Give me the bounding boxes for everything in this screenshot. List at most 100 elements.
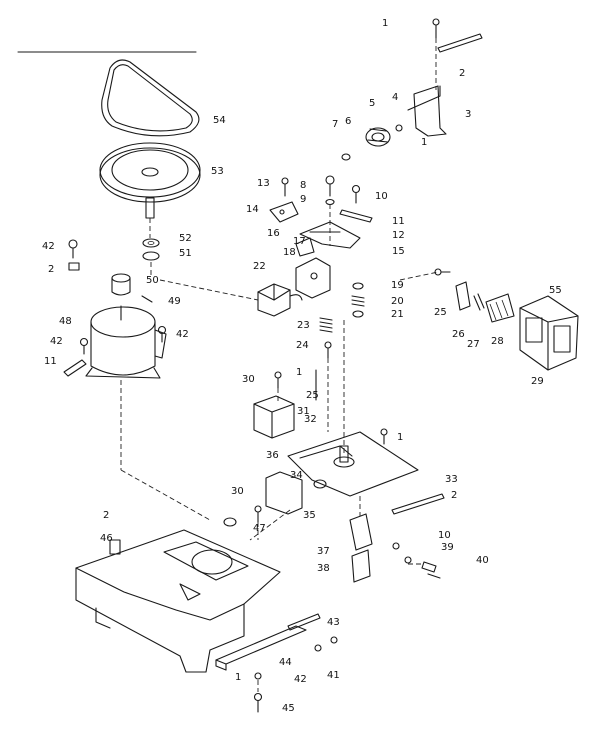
callout-55: 55 <box>549 285 562 296</box>
washer-part-21 <box>352 310 364 318</box>
callout-54: 54 <box>213 115 226 126</box>
bushing-part-50 <box>111 273 131 296</box>
callout-30: 30 <box>231 486 244 497</box>
callout-53: 53 <box>211 166 224 177</box>
callout-40: 40 <box>476 555 489 566</box>
callout-6: 6 <box>345 116 351 127</box>
lever-part-11-upper <box>339 209 373 223</box>
callout-4: 4 <box>392 92 398 103</box>
callout-49: 49 <box>168 296 181 307</box>
callout-21: 21 <box>391 309 404 320</box>
callout-22: 22 <box>253 261 266 272</box>
screw-part-42-left <box>68 239 78 259</box>
main-plate-part-36 <box>287 431 419 497</box>
callout-50: 50 <box>146 275 159 286</box>
shaft-part-33 <box>391 493 445 515</box>
bracket-part-12 <box>299 221 361 249</box>
bracket-part-31 <box>253 395 295 439</box>
screw-part-42-bottom <box>314 644 322 652</box>
screw-part-13 <box>281 177 289 197</box>
callout-29: 29 <box>531 376 544 387</box>
assembly-leader-lines <box>120 38 439 692</box>
callout-1: 1 <box>382 18 388 29</box>
callout-30: 30 <box>242 374 255 385</box>
spring-part-20 <box>351 295 365 307</box>
arm-part-37 <box>349 513 373 551</box>
callout-11: 11 <box>392 216 405 227</box>
shaft-part-2-top <box>437 33 483 53</box>
plate-part-18 <box>295 257 331 299</box>
callout-8: 8 <box>300 180 306 191</box>
bracket-part-3 <box>407 85 447 137</box>
callout-labels: 1 2 3 4 5 6 7 1 54 53 13 8 9 10 14 11 16… <box>42 18 562 714</box>
callout-32: 32 <box>304 414 317 425</box>
callout-45: 45 <box>282 703 295 714</box>
washer-part-51 <box>142 251 160 261</box>
arm-part-17 <box>295 237 315 257</box>
spring-part-27 <box>473 293 485 311</box>
nut-part-2-left <box>68 262 80 271</box>
chassis-frame-part-46 <box>75 529 281 673</box>
screw-part-42-lower <box>79 337 89 355</box>
clip-part-11-left <box>63 359 87 377</box>
spring-part-19 <box>352 282 364 290</box>
callout-17: 17 <box>293 236 306 247</box>
callout-16: 16 <box>267 228 280 239</box>
callout-2: 2 <box>459 68 465 79</box>
callout-13: 13 <box>257 178 270 189</box>
screw-part-42-motor <box>157 325 167 343</box>
screw-part-1-plate <box>380 428 388 445</box>
grommet-part <box>223 517 237 527</box>
callout-34: 34 <box>290 470 303 481</box>
bracket-part-30-lower <box>265 471 303 515</box>
screw-part-24 <box>324 341 332 359</box>
rail-part-44 <box>215 625 307 671</box>
screw-part-47 <box>254 505 262 523</box>
callout-2: 2 <box>48 264 54 275</box>
callout-24: 24 <box>296 340 309 351</box>
screw-part-30-upper <box>274 371 282 389</box>
callout-25: 25 <box>434 307 447 318</box>
rail-part-43 <box>287 613 321 631</box>
callout-5: 5 <box>369 98 375 109</box>
callout-33: 33 <box>445 474 458 485</box>
washer-part-35 <box>313 479 327 489</box>
callout-1: 1 <box>235 672 241 683</box>
callout-28: 28 <box>491 336 504 347</box>
callout-37: 37 <box>317 546 330 557</box>
spacer-part-6 <box>395 124 403 132</box>
pulley-part-53 <box>99 142 201 219</box>
pin-part-49 <box>141 295 153 303</box>
spring-part-23 <box>319 317 333 333</box>
callout-26: 26 <box>452 329 465 340</box>
callout-38: 38 <box>317 563 330 574</box>
screw-part-8 <box>325 175 335 197</box>
coil-part-28 <box>485 293 515 323</box>
callout-1: 1 <box>296 367 302 378</box>
callout-42: 42 <box>50 336 63 347</box>
housing-part-55 <box>519 295 579 371</box>
callout-12: 12 <box>392 230 405 241</box>
callout-25: 25 <box>306 390 319 401</box>
callout-1: 1 <box>421 137 427 148</box>
callout-42: 42 <box>176 329 189 340</box>
nut-part-10-lower <box>404 556 412 564</box>
callout-3: 3 <box>465 109 471 120</box>
callout-43: 43 <box>327 617 340 628</box>
screw-part-39 <box>392 542 400 550</box>
callout-10: 10 <box>438 530 451 541</box>
callout-31: 31 <box>297 406 310 417</box>
screw-part-40 <box>421 561 441 579</box>
callout-35: 35 <box>303 510 316 521</box>
screw-part-1-bottom <box>254 672 262 680</box>
callout-52: 52 <box>179 233 192 244</box>
callout-18: 18 <box>283 247 296 258</box>
callout-19: 19 <box>391 280 404 291</box>
screw-part-1-top <box>432 18 440 39</box>
callout-44: 44 <box>279 657 292 668</box>
washer-part-52 <box>142 238 160 248</box>
callout-23: 23 <box>297 320 310 331</box>
solenoid-part-22 <box>257 283 303 317</box>
washer-part-9 <box>325 198 335 206</box>
